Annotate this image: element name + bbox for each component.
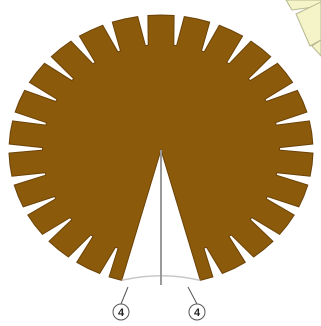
marker-label: 4 — [118, 307, 125, 319]
count-marker-left: 4 — [113, 304, 129, 320]
marker-leader-right — [188, 287, 197, 304]
count-marker-right: 4 — [189, 304, 205, 320]
corner-decoration — [286, 0, 321, 56]
marker-label: 4 — [194, 307, 201, 319]
marker-leader-left — [121, 287, 128, 304]
